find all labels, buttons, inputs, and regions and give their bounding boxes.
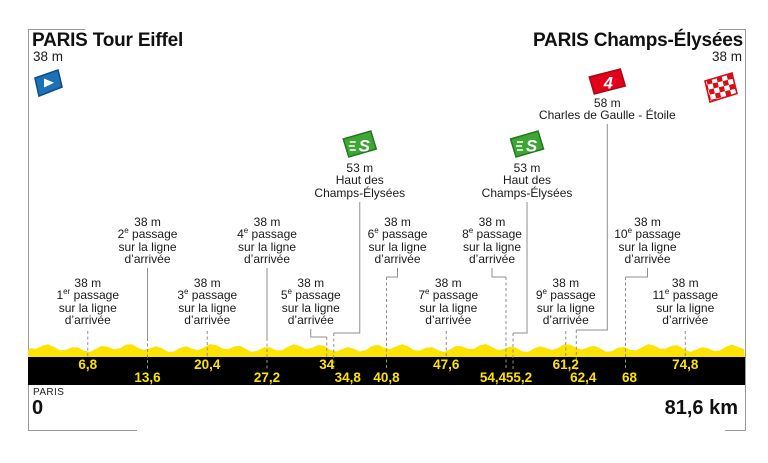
km-marker-label: 61,2 xyxy=(552,357,579,372)
start-title: PARIS Tour Eiffel xyxy=(32,30,184,51)
km-marker-label: 34,8 xyxy=(334,370,361,385)
finish-title: PARIS Champs-Élysées xyxy=(532,30,743,51)
sprint-icon: S xyxy=(509,130,545,158)
km-marker-label: 74,8 xyxy=(672,357,699,372)
km-marker-label: 47,6 xyxy=(433,357,460,372)
sprint-icon: S xyxy=(342,130,378,158)
km-marker-label: 6,8 xyxy=(78,357,98,372)
km-marker-label: 54,4 xyxy=(479,370,507,385)
km-marker-label: 55,2 xyxy=(505,370,533,385)
climb-cat4-icon: 4 xyxy=(588,68,627,95)
km-marker-label: 27,2 xyxy=(253,370,281,385)
footer-location: PARIS xyxy=(33,387,65,398)
start-elevation: 38 m xyxy=(33,49,64,64)
start-flag-icon xyxy=(34,68,63,98)
svg-text:4: 4 xyxy=(603,75,613,93)
km-marker-label: 40,8 xyxy=(373,370,400,385)
svg-text:S: S xyxy=(526,137,538,156)
svg-text:S: S xyxy=(359,137,371,156)
km-marker-label: 13,6 xyxy=(134,370,161,385)
km-marker-label: 34 xyxy=(319,357,335,372)
km-marker-label: 20,4 xyxy=(194,357,221,372)
footer-total-distance: 81,6 km xyxy=(664,397,738,419)
km-marker-label: 62,4 xyxy=(570,370,597,385)
footer-start-km: 0 xyxy=(32,397,44,419)
finish-elevation: 38 m xyxy=(711,49,742,64)
km-marker-label: 68 xyxy=(621,370,638,385)
